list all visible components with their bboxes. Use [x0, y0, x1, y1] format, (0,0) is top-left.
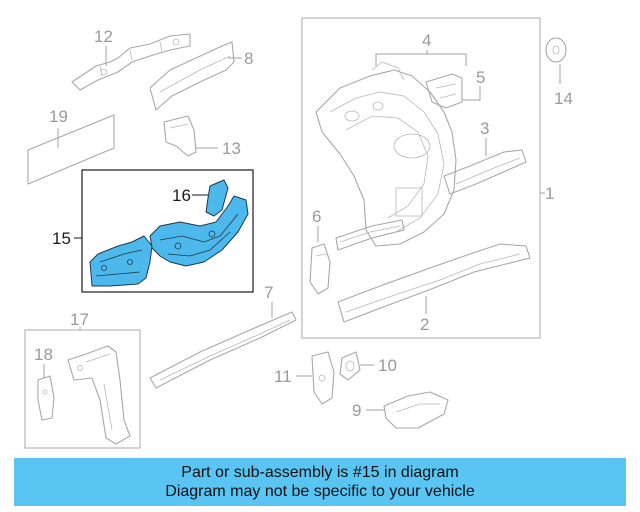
part-8[interactable]: [149, 41, 235, 111]
callout-3[interactable]: 3: [480, 119, 489, 138]
leader-4: [375, 53, 467, 66]
subassembly-15-box: [81, 169, 254, 293]
part-17[interactable]: [67, 345, 131, 445]
callout-17[interactable]: 17: [70, 310, 89, 329]
callout-2[interactable]: 2: [420, 315, 429, 334]
callout-14[interactable]: 14: [554, 89, 573, 108]
parts-diagram: 19 12 8 13 15 16: [24, 17, 573, 449]
callout-9[interactable]: 9: [352, 401, 361, 420]
info-banner: Part or sub-assembly is #15 in diagram D…: [14, 458, 626, 506]
part-15-highlighted[interactable]: [89, 179, 249, 287]
part-1[interactable]: [315, 61, 457, 247]
part-7[interactable]: [149, 311, 297, 389]
part-13[interactable]: [163, 115, 197, 157]
part-5[interactable]: [425, 73, 463, 109]
assembly-1-box: [301, 17, 541, 339]
part-18[interactable]: [37, 375, 55, 421]
part-11[interactable]: [311, 351, 335, 405]
part-12[interactable]: [71, 33, 191, 91]
callout-4[interactable]: 4: [422, 31, 431, 50]
part-6[interactable]: [309, 243, 331, 295]
callout-15[interactable]: 15: [52, 229, 71, 248]
callout-13[interactable]: 13: [222, 139, 241, 158]
callout-18[interactable]: 18: [34, 345, 53, 364]
callout-11[interactable]: 11: [274, 367, 292, 386]
callout-5[interactable]: 5: [476, 68, 485, 87]
part-10[interactable]: [339, 351, 361, 381]
callout-1[interactable]: 1: [545, 184, 554, 203]
part-14[interactable]: [545, 37, 567, 63]
callout-10[interactable]: 10: [378, 356, 397, 375]
callout-12[interactable]: 12: [94, 27, 113, 46]
part-2[interactable]: [335, 219, 531, 323]
part-3[interactable]: [443, 149, 527, 195]
callout-8[interactable]: 8: [244, 49, 253, 68]
callout-6[interactable]: 6: [312, 207, 321, 226]
subassembly-17-box: [24, 329, 141, 449]
callout-19[interactable]: 19: [49, 107, 68, 126]
callout-16[interactable]: 16: [172, 186, 191, 205]
banner-line-1: Part or sub-assembly is #15 in diagram: [181, 464, 459, 481]
leader-5: [462, 86, 481, 101]
part-9[interactable]: [383, 391, 449, 429]
part-19[interactable]: [27, 114, 115, 185]
banner-line-2: Diagram may not be specific to your vehi…: [165, 483, 475, 500]
part-16[interactable]: [205, 179, 229, 217]
callout-7[interactable]: 7: [264, 283, 273, 302]
